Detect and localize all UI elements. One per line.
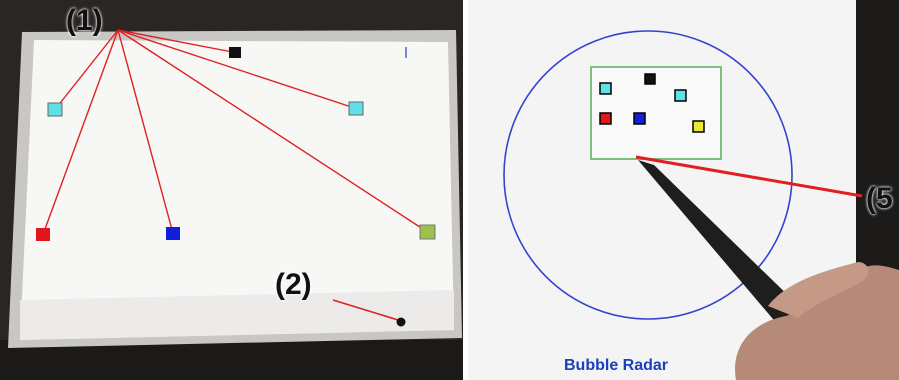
display-screen [20, 40, 454, 340]
link-line [42, 29, 119, 235]
left-scene [0, 0, 463, 380]
link-line [117, 29, 357, 110]
cyan-target-right[interactable] [348, 101, 364, 116]
pen-cursor [396, 317, 406, 327]
radar-circle [503, 30, 793, 320]
radar-cyan-right [674, 89, 687, 102]
link-line [117, 29, 174, 234]
screen-shade [20, 290, 454, 340]
right-photo: (5 Bubble Radar [468, 0, 899, 380]
callout-5-line [635, 155, 863, 198]
link-lines [42, 29, 428, 235]
link-line [54, 29, 119, 110]
bubble-radar-caption: Bubble Radar [564, 357, 669, 374]
cyan-target-left[interactable] [47, 102, 63, 117]
link-line [117, 29, 428, 233]
callout-2-line [332, 299, 399, 321]
right-scene [468, 0, 899, 380]
black-target[interactable] [229, 47, 241, 58]
callout-1: (1) [66, 4, 103, 37]
radar-cyan-left [599, 82, 612, 95]
radar-blue [633, 112, 646, 125]
callout-5: (5 [866, 182, 893, 215]
callout-2: (2) [275, 268, 312, 301]
radar-box [590, 66, 722, 160]
radar-yellow [692, 120, 705, 133]
radar-red [599, 112, 612, 125]
green-target[interactable] [419, 224, 436, 240]
table-edge [0, 340, 463, 380]
blue-target[interactable] [166, 227, 180, 240]
left-photo: (1) (2) [0, 0, 463, 380]
stylus [638, 160, 798, 325]
link-line [117, 29, 236, 54]
photo-divider [463, 0, 468, 380]
radar-black [644, 73, 656, 85]
hand [735, 265, 899, 380]
finger [768, 262, 869, 318]
red-target[interactable] [36, 228, 50, 241]
